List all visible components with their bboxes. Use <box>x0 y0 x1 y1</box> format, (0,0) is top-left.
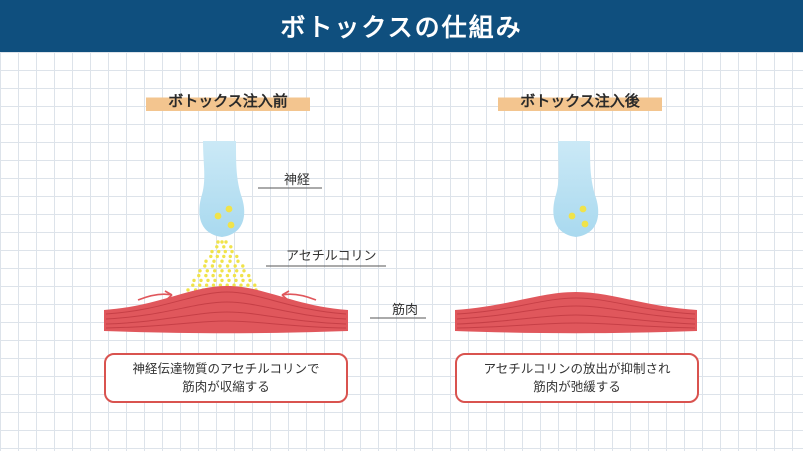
muscle-relaxed <box>455 292 697 334</box>
after-label: ボトックス注入後 <box>498 89 662 111</box>
vesicle-dot <box>225 205 233 213</box>
before-note: 神経伝達物質のアセチルコリンで 筋肉が収縮する <box>104 353 348 403</box>
before-note-line1: 神経伝達物質のアセチルコリンで <box>132 361 320 376</box>
acetylcholine-dot <box>203 264 207 268</box>
acetylcholine-dot <box>220 278 224 283</box>
nerve-label: 神経 <box>284 173 311 188</box>
acetylcholine-dot <box>217 249 221 254</box>
acetylcholine-dot <box>236 259 240 263</box>
acetylcholine-dot <box>215 245 219 249</box>
acetylcholine-dot <box>235 269 239 273</box>
vesicle-dot <box>568 212 576 220</box>
vesicle-dot <box>579 205 587 213</box>
acetylcholine-dot <box>241 264 245 268</box>
acetylcholine-dot <box>227 278 231 283</box>
acetylcholine-dot <box>235 254 239 259</box>
acetylcholine-dot <box>210 249 214 254</box>
acetylcholine-dot <box>232 273 237 278</box>
acetylcholine-dot <box>192 278 196 283</box>
muscle-contracted <box>104 286 348 334</box>
acetylcholine-dot <box>198 269 202 273</box>
acetylcholine-dot <box>210 264 215 268</box>
acetylcholine-dot <box>211 273 215 278</box>
acetylcholine-dot <box>240 273 244 278</box>
acetylcholine-dot <box>220 240 224 244</box>
acetylcholine-dot <box>211 283 216 287</box>
acetylcholine-dot <box>224 240 228 244</box>
acetylcholine-dot <box>213 269 217 273</box>
nerve-terminal-before <box>199 141 245 237</box>
acetylcholine-dots <box>186 240 258 292</box>
acetylcholine-dot <box>227 269 231 273</box>
acetylcholine-dot <box>225 273 230 278</box>
acetylcholine-dot <box>230 249 234 254</box>
acetylcholine-dot <box>220 259 224 263</box>
acetylcholine-dot <box>218 283 223 287</box>
after-note: アセチルコリンの放出が抑制され 筋肉が弛緩する <box>455 353 699 403</box>
acetylcholine-dot <box>212 259 216 263</box>
acetylcholine-dot <box>239 283 243 287</box>
acetylcholine-dot <box>247 273 251 278</box>
vesicle-dot <box>214 212 222 220</box>
nerve-terminal-after <box>553 141 599 237</box>
acetylcholine-dot <box>206 278 210 283</box>
acetylcholine-label: アセチルコリン <box>286 249 377 264</box>
acetylcholine-dot <box>186 288 190 292</box>
acetylcholine-dot <box>216 240 220 244</box>
acetylcholine-dot <box>234 278 238 283</box>
header-bar: ボトックスの仕組み <box>0 0 803 52</box>
acetylcholine-dot <box>199 278 203 283</box>
acetylcholine-dot <box>233 264 237 268</box>
acetylcholine-dot <box>246 283 250 287</box>
acetylcholine-dot <box>218 273 222 278</box>
muscle-label: 筋肉 <box>392 303 419 318</box>
acetylcholine-dot <box>229 245 233 249</box>
acetylcholine-dot <box>213 278 217 283</box>
acetylcholine-dot <box>204 259 208 263</box>
contraction-arrow-left <box>137 293 173 301</box>
acetylcholine-dot <box>223 249 227 254</box>
acetylcholine-dot <box>191 283 195 287</box>
acetylcholine-dot <box>225 264 230 268</box>
acetylcholine-dot <box>228 259 232 263</box>
acetylcholine-dot <box>242 269 246 273</box>
acetylcholine-dot <box>197 273 201 278</box>
acetylcholine-dot <box>253 283 257 287</box>
acetylcholine-dot <box>218 264 222 268</box>
after-note-line1: アセチルコリンの放出が抑制され <box>483 361 671 376</box>
acetylcholine-dot <box>204 283 209 287</box>
before-label: ボトックス注入前 <box>146 89 310 111</box>
acetylcholine-dot <box>215 254 219 259</box>
acetylcholine-dot <box>228 254 232 259</box>
vesicle-dot <box>227 221 235 229</box>
after-note-line2: 筋肉が弛緩する <box>533 379 621 394</box>
page-title: ボトックスの仕組み <box>280 13 523 42</box>
acetylcholine-dot <box>198 283 202 287</box>
acetylcholine-dot <box>205 269 209 273</box>
before-note-line2: 筋肉が収縮する <box>182 379 270 394</box>
acetylcholine-dot <box>241 278 245 283</box>
acetylcholine-dot <box>222 254 226 259</box>
acetylcholine-dot <box>248 278 252 283</box>
vesicle-dot <box>581 220 589 228</box>
acetylcholine-dot <box>209 254 213 259</box>
acetylcholine-dot <box>222 245 226 249</box>
contraction-arrow-right <box>281 293 317 301</box>
acetylcholine-dot <box>232 283 236 287</box>
acetylcholine-dot <box>204 273 208 278</box>
acetylcholine-dot <box>220 269 224 273</box>
